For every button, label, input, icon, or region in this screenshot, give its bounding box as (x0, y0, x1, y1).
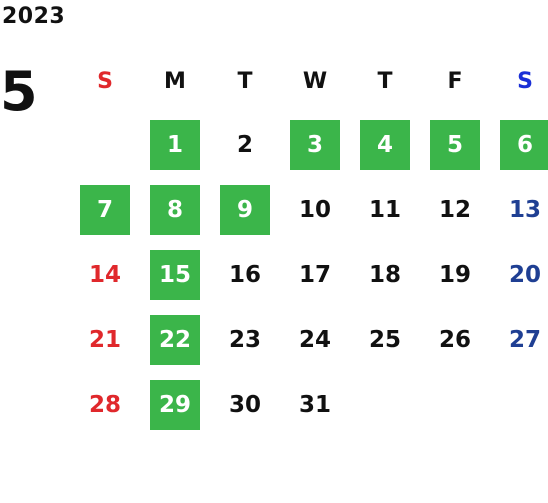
calendar-cell: 1 (140, 112, 210, 177)
weekday-header: T (377, 68, 393, 94)
weekday-header: S (517, 68, 533, 94)
calendar-day[interactable]: 10 (298, 196, 331, 223)
calendar-cell: 10 (280, 177, 350, 242)
weekday-header: F (447, 68, 463, 94)
calendar-day[interactable]: 18 (368, 261, 401, 288)
calendar-cell: 24 (280, 307, 350, 372)
calendar-cell: 5 (420, 112, 490, 177)
calendar-day-highlighted[interactable]: 7 (80, 184, 130, 235)
calendar-day-highlighted[interactable]: 6 (500, 119, 548, 170)
calendar-day-highlighted[interactable]: 9 (220, 184, 270, 235)
calendar-day[interactable]: 24 (298, 326, 331, 353)
calendar-cell (70, 112, 140, 177)
calendar-day[interactable]: 14 (88, 261, 121, 288)
calendar-cell: 22 (140, 307, 210, 372)
calendar-day-highlighted[interactable]: 8 (150, 184, 200, 235)
calendar-cell: 15 (140, 242, 210, 307)
calendar-cell: 7 (70, 177, 140, 242)
calendar-cell: 26 (420, 307, 490, 372)
month-number: 5 (0, 60, 38, 123)
calendar-cell: 31 (280, 372, 350, 437)
calendar-day[interactable]: 21 (88, 326, 121, 353)
calendar-cell: 11 (350, 177, 420, 242)
calendar-cell: 3 (280, 112, 350, 177)
year-label: 2023 (2, 4, 66, 29)
calendar-cell (490, 372, 548, 437)
calendar-cell: 21 (70, 307, 140, 372)
calendar-day[interactable]: 12 (438, 196, 471, 223)
calendar-cell: 29 (140, 372, 210, 437)
calendar-day[interactable]: 19 (438, 261, 471, 288)
calendar-cell (420, 372, 490, 437)
calendar-cell: 17 (280, 242, 350, 307)
calendar-day[interactable]: 23 (228, 326, 261, 353)
calendar-day-highlighted[interactable]: 29 (150, 379, 200, 430)
calendar-cell (350, 372, 420, 437)
calendar-cell: 20 (490, 242, 548, 307)
calendar-cell: 25 (350, 307, 420, 372)
calendar-day[interactable]: 2 (236, 131, 253, 158)
calendar-day[interactable]: 13 (508, 196, 541, 223)
calendar-day-highlighted[interactable]: 15 (150, 249, 200, 300)
calendar-week-row: 21 22 23 24 25 26 27 (70, 307, 548, 372)
calendar-cell: 8 (140, 177, 210, 242)
calendar-day-highlighted[interactable]: 3 (290, 119, 340, 170)
calendar-cell: 19 (420, 242, 490, 307)
calendar-day[interactable]: 11 (368, 196, 401, 223)
calendar-cell: 23 (210, 307, 280, 372)
weekday-header: M (164, 68, 186, 94)
calendar-cell: 30 (210, 372, 280, 437)
calendar-cell: 4 (350, 112, 420, 177)
calendar-cell: 14 (70, 242, 140, 307)
weekday-header: S (97, 68, 113, 94)
calendar-day[interactable]: 28 (88, 391, 121, 418)
calendar-day[interactable]: 17 (298, 261, 331, 288)
calendar-day[interactable]: 31 (298, 391, 331, 418)
calendar-day[interactable]: 16 (228, 261, 261, 288)
calendar-cell: 27 (490, 307, 548, 372)
calendar-day-highlighted[interactable]: 5 (430, 119, 480, 170)
weekday-header: W (302, 68, 328, 94)
calendar-week-row: 28 29 30 31 (70, 372, 548, 437)
calendar-cell: 16 (210, 242, 280, 307)
calendar-day-highlighted[interactable]: 4 (360, 119, 410, 170)
calendar-cell: 6 (490, 112, 548, 177)
calendar-day-highlighted[interactable]: 22 (150, 314, 200, 365)
calendar-cell: 9 (210, 177, 280, 242)
calendar-cell: 28 (70, 372, 140, 437)
calendar-day[interactable]: 30 (228, 391, 261, 418)
calendar-cell: 12 (420, 177, 490, 242)
calendar-day[interactable]: 20 (508, 261, 541, 288)
weekday-header: T (237, 68, 253, 94)
calendar-day[interactable]: 25 (368, 326, 401, 353)
calendar-cell: 18 (350, 242, 420, 307)
calendar-day[interactable]: 27 (508, 326, 541, 353)
calendar-week-row: 14 15 16 17 18 19 20 (70, 242, 548, 307)
calendar-day[interactable]: 26 (438, 326, 471, 353)
calendar-cell: 13 (490, 177, 548, 242)
calendar-day-highlighted[interactable]: 1 (150, 119, 200, 170)
calendar-cell: 2 (210, 112, 280, 177)
